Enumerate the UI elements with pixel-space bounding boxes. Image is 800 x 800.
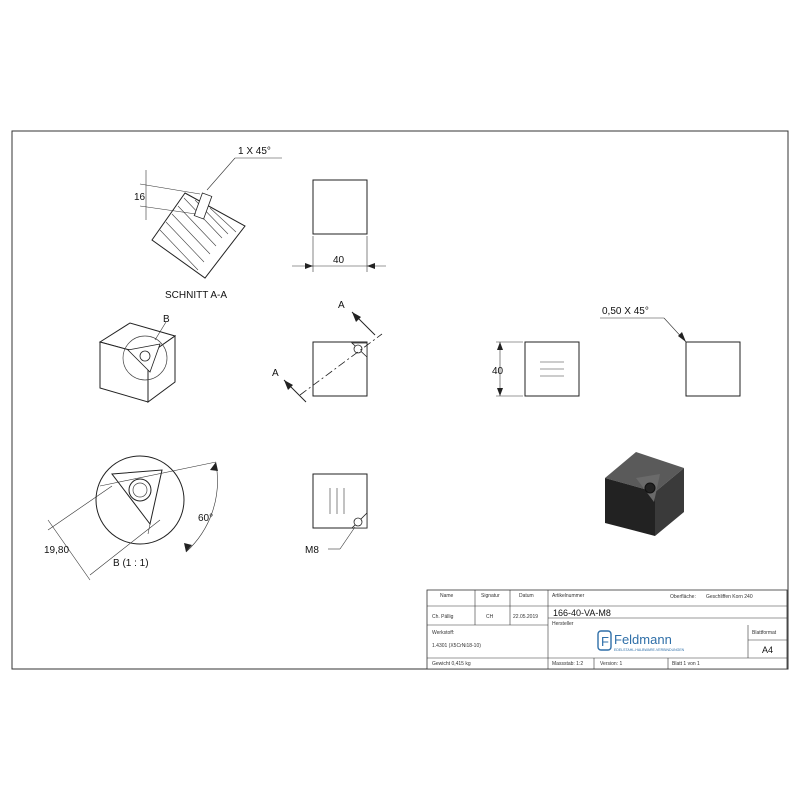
tb-sheet-value: Blatt 1 von 1	[672, 661, 700, 667]
tb-manufacturer-label: Hersteller	[552, 621, 574, 627]
section-label: SCHNITT A-A	[165, 290, 227, 301]
tb-hdr-article: Artikelnummer	[552, 593, 585, 599]
detail-b-view: 60° 19,80 B (1 : 1)	[44, 455, 218, 581]
svg-text:F: F	[601, 634, 609, 649]
height-dim: 40	[492, 366, 504, 377]
section-line-view: A A	[272, 300, 383, 403]
chamfer-large-dim: 1 X 45°	[238, 146, 271, 157]
section-marker-top: A	[338, 300, 345, 311]
diameter-dim: 19,80	[44, 545, 69, 556]
side-view: 40	[492, 341, 580, 397]
angle-dim: 60°	[198, 513, 213, 524]
tb-signature-value: CH	[486, 614, 494, 620]
tb-date-value: 22.05.2019	[513, 614, 538, 620]
detail-callout: B	[163, 314, 170, 325]
width-dim: 40	[333, 255, 345, 266]
top-view: 0,50 X 45°	[600, 306, 741, 397]
detail-label: B (1 : 1)	[113, 558, 149, 569]
tb-sheet-format-value: A4	[762, 645, 773, 655]
section-marker-left: A	[272, 368, 279, 379]
tb-sheet-format-label: Blattformat	[752, 630, 777, 636]
tb-material-label: Werkstoff:	[432, 630, 454, 636]
thread-view: M8	[305, 473, 368, 556]
tb-hdr-signature: Signatur	[481, 593, 500, 599]
tb-material-value: 1.4301 (X5CrNi18-10)	[432, 643, 481, 649]
thread-dim: M8	[305, 545, 319, 556]
iso-detail-cube: B	[98, 314, 177, 403]
tb-article-value: 166-40-VA-M8	[553, 608, 611, 618]
logo-text: Feldmann	[614, 632, 672, 647]
section-view: 1 X 45° 16 SCHNITT A-A	[134, 146, 282, 301]
tb-name-value: Ch. Pällig	[432, 614, 454, 620]
front-view: 40	[292, 179, 386, 272]
tb-surface-value: Geschliffen Korn 240	[706, 594, 753, 600]
tb-hdr-date: Datum	[519, 593, 534, 599]
tb-hdr-name: Name	[440, 593, 454, 599]
sheet-border	[11, 130, 789, 670]
title-block: Name Signatur Datum Artikelnummer Oberfl…	[426, 589, 788, 670]
chamfer-small-dim: 0,50 X 45°	[602, 306, 649, 317]
tb-surface-label: Oberfläche:	[670, 594, 696, 600]
tb-version-value: Version: 1	[600, 661, 622, 667]
depth-dim: 16	[134, 192, 146, 203]
shaded-iso-cube	[605, 452, 684, 536]
tb-scale-value: Massstab: 1:2	[552, 661, 583, 667]
tb-weight-value: Gewicht 0,415 kg	[432, 661, 471, 667]
logo-tagline: EDELSTAHL-HALBWARE-VERBINDUNGEN	[614, 648, 685, 652]
